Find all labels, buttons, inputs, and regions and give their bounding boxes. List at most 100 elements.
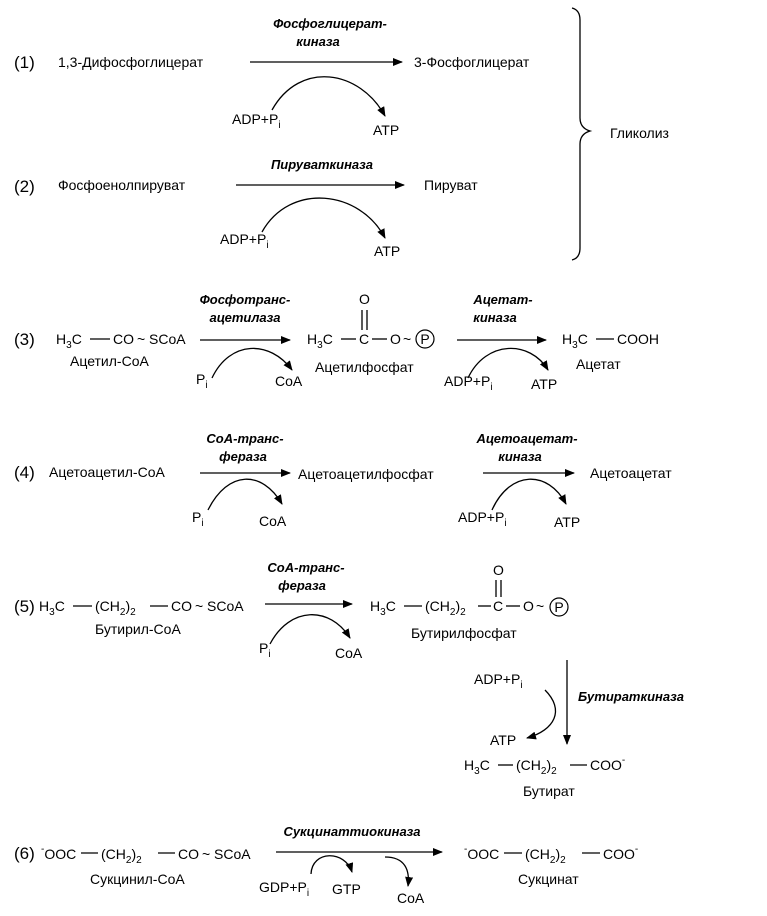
svg-text:(CH2)2: (CH2)2	[95, 598, 136, 618]
enzyme-label: CoA-транс-	[267, 560, 344, 575]
coproduct: ATP	[374, 243, 400, 259]
coproduct: GTP	[332, 881, 361, 897]
coproduct2: ATP	[531, 376, 557, 392]
glycolysis-label: Гликолиз	[610, 125, 669, 141]
enzyme-label-line2: ацетилаза	[209, 310, 280, 325]
enzyme-label: CoA-транс-	[206, 431, 283, 446]
reaction-1: (1) 1,3-Дифосфоглицерат Фосфоглицерат- к…	[14, 16, 530, 138]
cofactor-arrow	[271, 76, 386, 117]
cofactor-arrow	[211, 347, 293, 379]
svg-text:SCoA: SCoA	[207, 598, 244, 614]
svg-text:H3C: H3C	[562, 331, 588, 351]
succinate-formula: -OOC (CH2)2 COO-	[464, 844, 638, 866]
reaction-number: (1)	[14, 53, 35, 72]
svg-text:C: C	[493, 598, 503, 614]
svg-text:(CH2)2: (CH2)2	[525, 846, 566, 866]
svg-text:(CH2)2: (CH2)2	[101, 846, 142, 866]
svg-text:COO-: COO-	[590, 755, 625, 773]
cosubstrate: Pi	[196, 371, 208, 391]
svg-text:H3C: H3C	[307, 331, 333, 351]
cosubstrate2: ADP+Pi	[458, 509, 507, 529]
substrate-name: Сукцинил-CoA	[90, 871, 185, 887]
enzyme-label: Сукцинаттиокиназа	[283, 824, 420, 839]
coproduct: CoA	[335, 645, 363, 661]
butyrylphosphate-formula: H3C (CH2)2 C O O ~ P	[370, 562, 569, 618]
reaction-number: (5)	[14, 597, 35, 616]
phosphate-circle	[549, 597, 569, 617]
cofactor2-arrow	[526, 689, 557, 740]
enzyme-label-line2: фераза	[278, 578, 326, 593]
svg-text:~: ~	[536, 598, 544, 614]
reaction-number: (2)	[14, 177, 35, 196]
product-name: Сукцинат	[518, 871, 579, 887]
svg-text:CO: CO	[113, 331, 134, 347]
svg-text:P: P	[554, 599, 563, 615]
reaction-number: (4)	[14, 463, 35, 482]
svg-text:H3C: H3C	[464, 757, 490, 777]
cofactor-arrow	[269, 614, 351, 645]
coproduct: CoA	[275, 373, 303, 389]
svg-text:O: O	[390, 331, 401, 347]
product: Пируват	[424, 177, 478, 193]
substrate: 1,3-Дифосфоглицерат	[58, 54, 204, 70]
cosubstrate: GDP+Pi	[259, 879, 309, 899]
svg-text:(CH2)2: (CH2)2	[425, 598, 466, 618]
svg-text:~: ~	[202, 846, 210, 862]
svg-text:~: ~	[137, 331, 145, 347]
substrate: Ацетоацетил-CoA	[49, 464, 165, 480]
reaction-6: (6) -OOC (CH2)2 CO ~ SCoA Сукцинил-CoA С…	[14, 824, 638, 906]
cofactor-arrow	[207, 478, 283, 511]
enzyme2-label-line2: киназа	[473, 310, 516, 325]
enzyme2-label-line2: киназа	[498, 449, 541, 464]
acetylphosphate-formula: H3C C O O ~ P	[307, 291, 435, 351]
coproduct2: ATP	[554, 514, 580, 530]
cofactor-arrow	[310, 855, 354, 875]
svg-text:-OOC: -OOC	[464, 844, 499, 862]
enzyme2-label: Ацетоацетат-	[475, 431, 577, 446]
cosubstrate: ADP+Pi	[220, 231, 269, 251]
product-name: Бутират	[523, 783, 575, 799]
svg-text:CO: CO	[171, 598, 192, 614]
svg-text:O: O	[359, 291, 370, 307]
reaction-5: (5) H3C (CH2)2 CO ~ SCoA Бутирил-CoA CoA…	[14, 560, 684, 799]
product-name: Ацетат	[576, 356, 621, 372]
svg-text:SCoA: SCoA	[214, 846, 251, 862]
svg-text:C: C	[359, 331, 369, 347]
enzyme-label: Пируваткиназа	[271, 157, 373, 172]
cosubstrate2: ADP+Pi	[474, 671, 523, 691]
enzyme2-label: Бутираткиназа	[578, 689, 684, 704]
svg-text:H3C: H3C	[56, 331, 82, 351]
svg-text:(CH2)2: (CH2)2	[516, 757, 557, 777]
svg-text:H3C: H3C	[370, 598, 396, 618]
coproduct2: ATP	[490, 732, 516, 748]
cofactor2-arrow	[491, 478, 567, 511]
acetate-formula: H3C COOH	[562, 331, 659, 351]
reaction-number: (6)	[14, 844, 35, 863]
enzyme2-label: Ацетат-	[472, 292, 532, 307]
coproduct2-arrow	[384, 856, 414, 887]
glycolysis-brace: Гликолиз	[571, 7, 669, 261]
svg-text:H3C: H3C	[39, 598, 65, 618]
cofactor2-arrow	[467, 347, 549, 379]
svg-text:COOH: COOH	[617, 331, 659, 347]
cosubstrate: Pi	[192, 509, 204, 529]
enzyme-label-line2: фераза	[219, 449, 267, 464]
cofactor-arrow	[261, 197, 386, 239]
reaction-2: (2) Фосфоенолпируват Пируваткиназа Пирув…	[14, 157, 478, 259]
reaction-4: (4) Ацетоацетил-CoA CoA-транс- фераза Pi…	[14, 431, 672, 530]
reaction-number: (3)	[14, 330, 35, 349]
svg-text:P: P	[420, 331, 429, 347]
substrate: Фосфоенолпируват	[58, 177, 186, 193]
svg-text:SCoA: SCoA	[149, 331, 186, 347]
cosubstrate: Pi	[259, 640, 271, 660]
butyryl-coa-formula: H3C (CH2)2 CO ~ SCoA	[39, 598, 244, 618]
acetyl-coa-formula: H3C CO ~ SCoA	[56, 331, 186, 351]
intermediate: Ацетоацетилфосфат	[298, 466, 434, 482]
enzyme-label: Фосфотранс-	[200, 292, 291, 307]
product: Ацетоацетат	[590, 465, 672, 481]
svg-text:O: O	[523, 598, 534, 614]
intermediate-name: Бутирилфосфат	[411, 625, 517, 641]
substrate-name: Бутирил-CoA	[95, 621, 181, 637]
svg-text:~: ~	[403, 331, 411, 347]
